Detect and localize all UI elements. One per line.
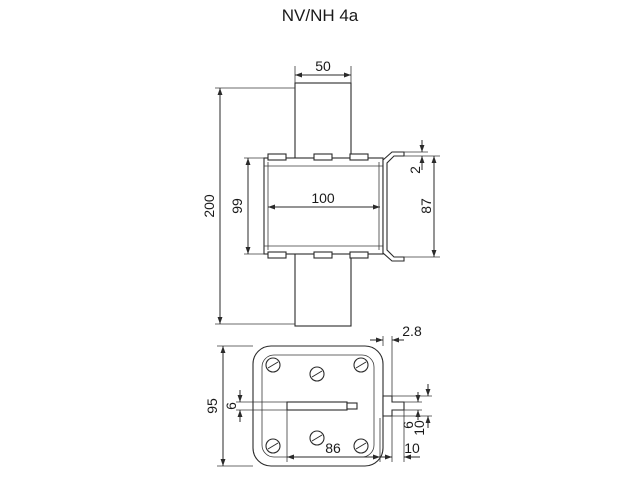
dim-slot-length: 86 bbox=[325, 440, 341, 456]
dim-contact-thickness: 2 bbox=[407, 166, 423, 174]
rivets-bottom bbox=[267, 251, 369, 259]
dim-slot-left: 6 bbox=[223, 402, 239, 410]
rivets-top bbox=[267, 153, 369, 161]
side-tab bbox=[382, 395, 405, 417]
screw-heads bbox=[265, 357, 369, 454]
dim-tab-width: 10 bbox=[404, 440, 420, 456]
dim-tab-height: 10 bbox=[411, 420, 427, 436]
contact-slot bbox=[286, 401, 348, 411]
dim-slot-right: 6 bbox=[400, 421, 416, 429]
contact-blade bbox=[382, 151, 405, 262]
dim-body-height: 99 bbox=[229, 198, 245, 214]
dim-bottom-offset: 2.8 bbox=[402, 323, 422, 339]
plan-view: 95 6 86 2.8 6 10 10 bbox=[204, 323, 432, 467]
dim-body-width: 100 bbox=[311, 190, 335, 206]
dim-contact-height: 87 bbox=[418, 198, 434, 214]
dim-overall-height: 200 bbox=[201, 194, 217, 218]
dim-top-width: 50 bbox=[315, 58, 331, 74]
drawing-title: NV/NH 4a bbox=[281, 6, 359, 25]
side-view: 50 100 200 99 87 2 bbox=[201, 58, 440, 327]
fuse-body bbox=[263, 157, 384, 255]
dim-bottom-height: 95 bbox=[204, 398, 220, 414]
